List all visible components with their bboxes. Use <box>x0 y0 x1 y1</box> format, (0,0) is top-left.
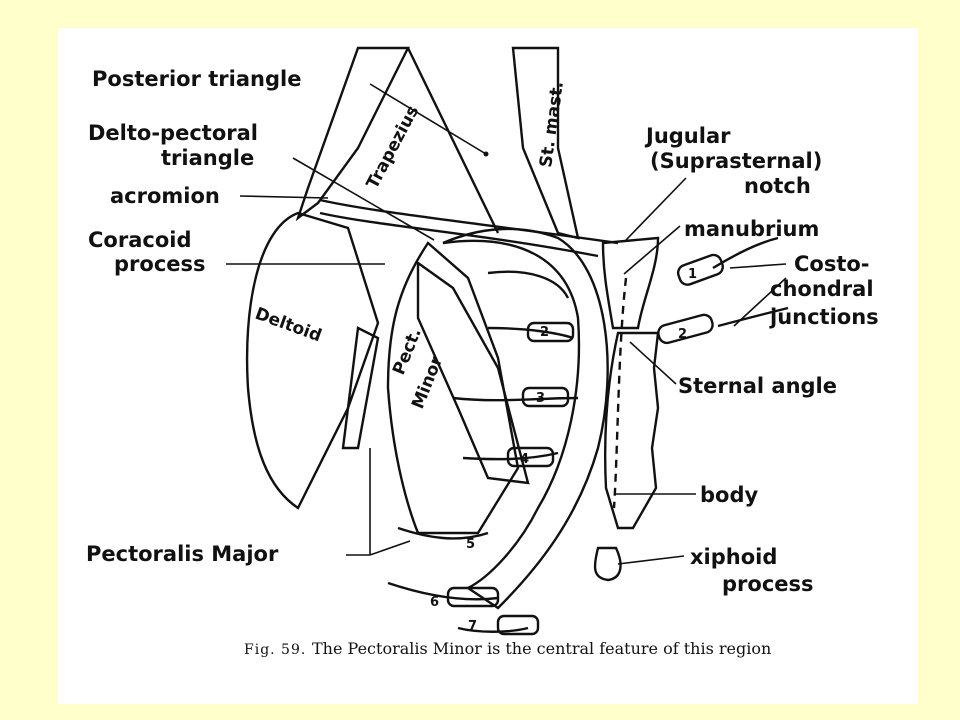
body-label: body <box>700 483 758 507</box>
rib-number-6: 6 <box>430 595 439 610</box>
figure-panel: 1 2 2 3 4 5 6 7 Trapezius St. mast. Delt… <box>58 28 918 704</box>
costal-arch <box>442 227 609 610</box>
sternum-body <box>603 331 660 530</box>
rib-number-5: 5 <box>466 537 475 552</box>
sternal-angle-label: Sternal angle <box>678 374 837 398</box>
pectoralis-minor-muscle <box>416 260 530 485</box>
manubrium-bone <box>601 236 660 330</box>
rib-number-2: 2 <box>678 327 687 342</box>
sternum-midline-dashed <box>612 277 628 509</box>
rib-number-7: 7 <box>468 619 477 634</box>
pectoralis-major-label: Pectoralis Major <box>86 542 279 566</box>
clavicle-lower <box>319 211 599 258</box>
rib-number-4: 4 <box>520 452 529 467</box>
humerus-strip <box>341 326 380 450</box>
st-mast-label: St. mast. <box>536 80 568 169</box>
jugular-label-3: notch <box>744 174 811 198</box>
xiphoid-label-1: xiphoid <box>690 545 777 569</box>
coracoid-label-2: process <box>114 252 206 276</box>
figure-caption: The Pectoralis Minor is the central feat… <box>312 639 771 658</box>
rib-number-2-left: 2 <box>540 325 549 340</box>
costo-label-2: chondral <box>770 277 874 301</box>
delto-pectoral-label-2: triangle <box>161 146 254 170</box>
pectoralis-major-muscle <box>386 241 520 535</box>
posterior-triangle-label: Posterior triangle <box>92 67 301 91</box>
delto-pectoral-label-1: Delto-pectoral <box>88 121 258 145</box>
jugular-label-2: (Suprasternal) <box>650 149 822 173</box>
neck-outline-left <box>406 47 500 234</box>
costo-label-1: Costo- <box>794 252 870 276</box>
pect-label: Pect. <box>389 325 426 378</box>
deltoid-label: Deltoid <box>252 304 324 346</box>
clavicle <box>319 198 619 245</box>
jugular-label-1: Jugular <box>644 124 731 148</box>
costo-label-3: junctions <box>769 305 879 329</box>
trapezius-label: Trapezius <box>363 102 423 192</box>
pectoral-region-diagram: 1 2 2 3 4 5 6 7 Trapezius St. mast. Delt… <box>86 46 879 658</box>
figure-number: Fig. 59. <box>244 642 306 658</box>
leader-lines <box>226 83 787 565</box>
xiphoid-bone <box>593 546 622 582</box>
rib-number-3: 3 <box>536 391 545 406</box>
coracoid-label-1: Coracoid <box>88 228 191 252</box>
deltoid-muscle <box>245 211 380 510</box>
ribs-group <box>387 270 579 636</box>
manubrium-label: manubrium <box>684 217 819 241</box>
rib-number-1: 1 <box>688 267 697 282</box>
xiphoid-label-2: process <box>722 572 814 596</box>
acromion-label: acromion <box>110 184 220 208</box>
